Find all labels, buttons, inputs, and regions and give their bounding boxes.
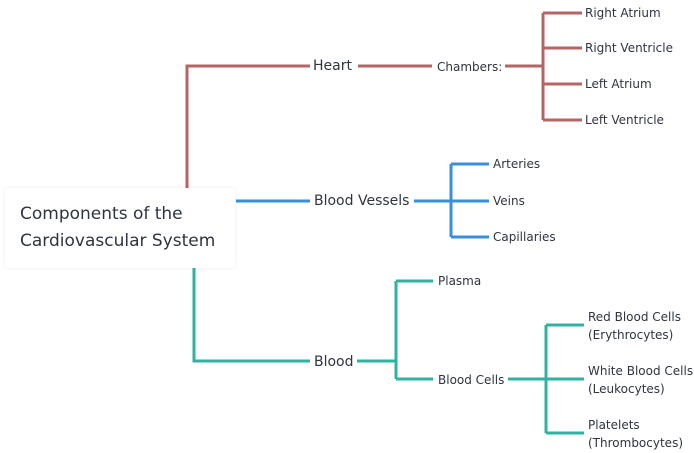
blood-cells-fork <box>508 323 584 435</box>
white-blood-cells-name: White Blood Cells <box>588 364 694 378</box>
root-to-blood-line <box>192 268 310 363</box>
root-node-label: Components of the Cardiovascular System <box>20 201 235 255</box>
white-blood-cells-sub: (Leukocytes) <box>588 382 665 396</box>
platelets-node[interactable]: Platelets (Thrombocytes) <box>588 416 683 452</box>
blood-connectors <box>192 268 584 435</box>
blood-cells-node[interactable]: Blood Cells <box>436 371 507 389</box>
platelets-name: Platelets <box>588 418 640 432</box>
vessel-capillaries[interactable]: Capillaries <box>491 228 558 246</box>
red-blood-cells-name: Red Blood Cells <box>588 310 681 324</box>
chamber-left-ventricle[interactable]: Left Ventricle <box>583 111 666 129</box>
root-node[interactable] <box>5 188 235 268</box>
vessel-arteries[interactable]: Arteries <box>491 155 543 173</box>
chambers-fork <box>505 11 582 122</box>
vessel-veins[interactable]: Veins <box>491 192 527 210</box>
root-title-line-2: Cardiovascular System <box>20 231 216 251</box>
root-to-heart-line <box>185 64 310 188</box>
vessels-fork <box>414 162 489 239</box>
blood-node[interactable]: Blood <box>311 353 357 371</box>
chambers-node[interactable]: Chambers: <box>434 58 506 76</box>
plasma-node[interactable]: Plasma <box>436 272 484 290</box>
white-blood-cells-node[interactable]: White Blood Cells (Leukocytes) <box>588 362 693 398</box>
vessels-connectors <box>236 162 489 239</box>
chamber-right-atrium[interactable]: Right Atrium <box>583 4 663 22</box>
blood-fork <box>357 279 433 381</box>
heart-node[interactable]: Heart <box>310 57 355 75</box>
platelets-sub: (Thrombocytes) <box>588 436 683 450</box>
red-blood-cells-sub: (Erythrocytes) <box>588 328 674 342</box>
chamber-left-atrium[interactable]: Left Atrium <box>583 75 654 93</box>
blood-vessels-node[interactable]: Blood Vessels <box>311 192 413 210</box>
chamber-right-ventricle[interactable]: Right Ventricle <box>583 39 675 57</box>
red-blood-cells-node[interactable]: Red Blood Cells (Erythrocytes) <box>588 308 681 344</box>
heart-connectors <box>185 11 582 188</box>
root-title-line-1: Components of the <box>20 204 183 224</box>
